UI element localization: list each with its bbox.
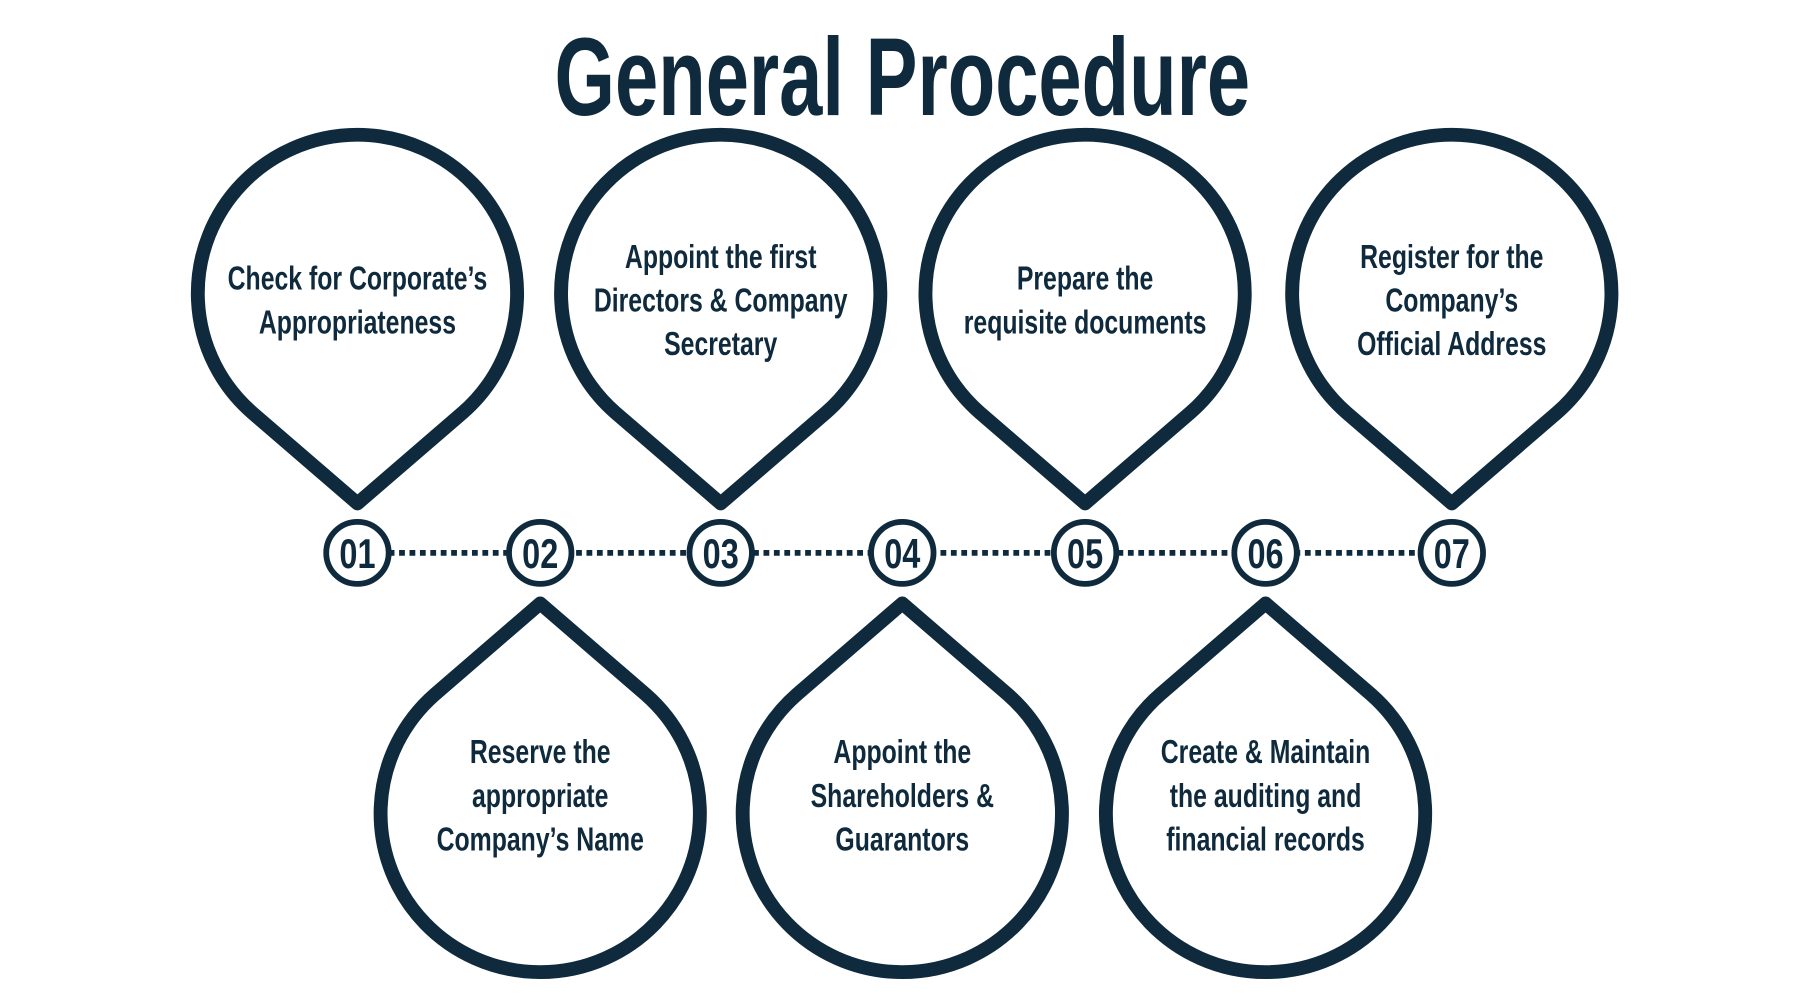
number-circle <box>1417 518 1486 587</box>
step-label-line: Prepare the <box>1017 260 1154 297</box>
step-label-line: Company’s Name <box>437 821 644 858</box>
step-number-badge: 01 <box>323 518 392 587</box>
pin-shape <box>918 127 1252 511</box>
step-label-line: Appoint the <box>833 734 971 771</box>
step-label-line: Secretary <box>664 326 778 363</box>
number-circle <box>1231 518 1300 587</box>
step-06: Create & Maintain the auditing and financi… <box>1098 596 1433 980</box>
step-label-line: Appropriateness <box>259 304 456 341</box>
step-number-badge: 07 <box>1417 518 1486 587</box>
pin-shape <box>1285 127 1619 511</box>
step-number: 07 <box>1434 530 1470 577</box>
pin-shape <box>1098 596 1433 980</box>
step-label-line: the auditing and <box>1170 777 1362 814</box>
step-label-line: financial records <box>1166 821 1365 858</box>
step-05: Prepare the requisite documents <box>918 127 1252 511</box>
pin-shape <box>735 596 1069 980</box>
pin-shape <box>554 127 888 511</box>
pin-shape <box>190 127 525 511</box>
step-number-badge: 04 <box>868 518 937 587</box>
step-label-line: Create & Maintain <box>1161 734 1371 771</box>
step-label-line: Appoint the first <box>625 238 817 275</box>
step-label-line: Register for the <box>1360 238 1543 275</box>
number-circle <box>323 518 392 587</box>
number-circle <box>1050 518 1120 587</box>
step-label-line: Reserve the <box>470 734 611 771</box>
step-number-badge: 05 <box>1050 518 1120 587</box>
step-number: 04 <box>884 530 920 577</box>
pin-shape <box>373 596 707 980</box>
step-label-line: Check for Corporate’s <box>228 260 488 297</box>
step-number-badge: 06 <box>1231 518 1300 587</box>
step-number: 03 <box>703 530 739 577</box>
step-label-line: Guarantors <box>835 821 969 858</box>
step-number: 02 <box>522 530 558 577</box>
number-circle <box>686 518 755 587</box>
step-number-badge: 03 <box>686 518 755 587</box>
step-label-line: requisite documents <box>964 304 1207 341</box>
step-label-line: Directors & Company <box>594 282 848 319</box>
step-label-line: Shareholders & <box>811 777 994 814</box>
step-label-line: Official Address <box>1357 326 1546 363</box>
step-number-badge: 02 <box>506 518 575 587</box>
step-number: 06 <box>1247 530 1283 577</box>
number-circle <box>506 518 575 587</box>
step-label-line: appropriate <box>472 777 609 814</box>
step-label-line: Company’s <box>1385 282 1518 319</box>
number-circle <box>868 518 937 587</box>
step-number: 05 <box>1067 530 1103 577</box>
page-title: General Procedure <box>555 17 1251 140</box>
step-number: 01 <box>339 530 375 577</box>
